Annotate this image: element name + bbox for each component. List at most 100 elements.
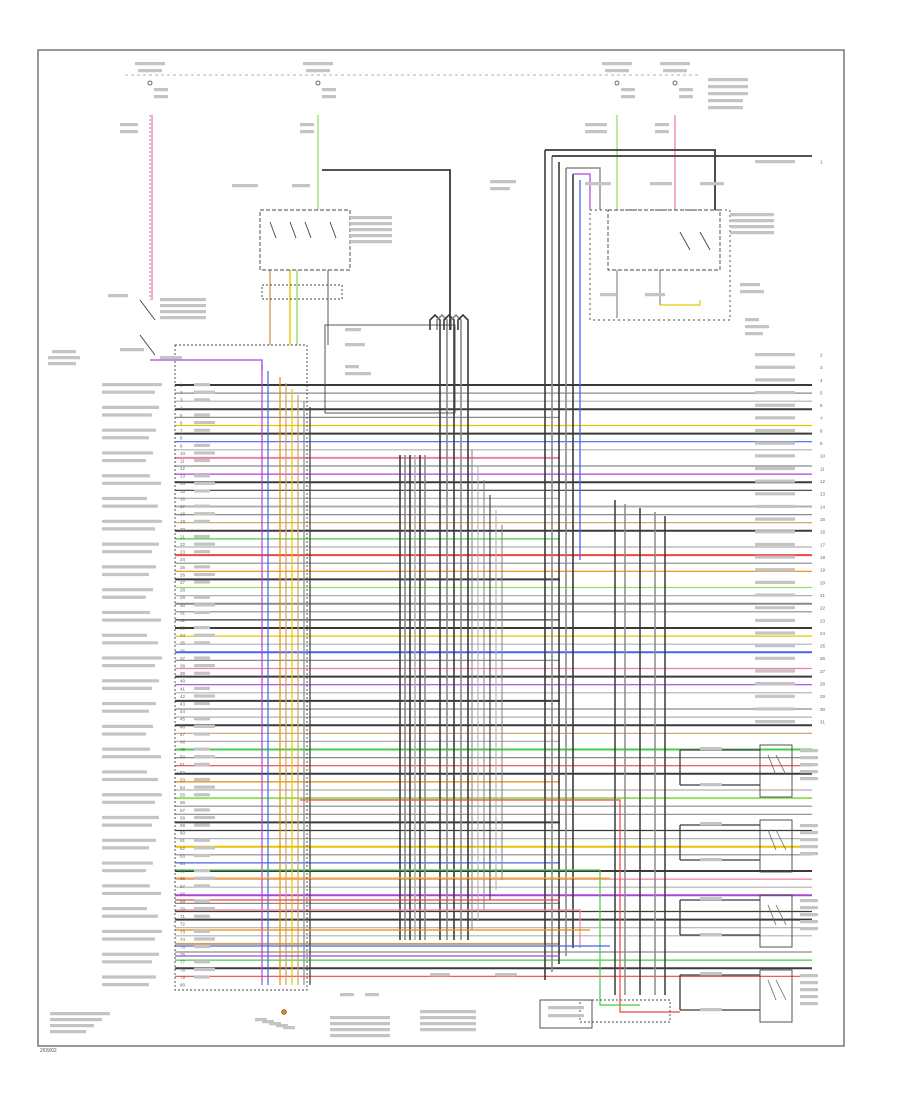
- pin-wire-color: [194, 550, 210, 554]
- pin-number: 52: [180, 770, 186, 775]
- pin-number: 19: [180, 519, 186, 524]
- relay-label: [585, 182, 611, 186]
- terminal-label: [755, 720, 795, 724]
- pin-wire-color: [194, 899, 210, 903]
- outer-border: [37, 49, 845, 1047]
- terminal-label: [755, 378, 795, 382]
- pin-function-label: [102, 755, 161, 759]
- pin-wire-color: [194, 967, 215, 972]
- pin-wire-color: [194, 534, 210, 539]
- pin-function-label: [102, 914, 158, 918]
- relay-box-center: [259, 209, 351, 271]
- pin-wire-color: [194, 884, 210, 888]
- pin-function-label: [102, 937, 155, 941]
- terminal-label: [755, 694, 795, 698]
- oxygen-sensor-box: [759, 819, 793, 873]
- pin-number: 1: [180, 383, 183, 388]
- terminal-label: [755, 542, 795, 547]
- terminal-number: 13: [820, 492, 826, 497]
- terminal-number: 2: [820, 353, 823, 358]
- terminal-label: [755, 682, 795, 686]
- pin-function-label: [102, 701, 156, 706]
- oxygen-sensor-box: [759, 894, 793, 948]
- pin-number: 12: [180, 466, 186, 471]
- pin-wire-color: [194, 717, 210, 721]
- pin-number: 78: [180, 967, 186, 972]
- sensor-label: [800, 974, 818, 978]
- pin-function-label: [102, 975, 156, 979]
- fuse-icon: [315, 80, 321, 86]
- terminal-label: [755, 555, 795, 559]
- fuse-icon: [147, 80, 153, 86]
- pin-number: 58: [180, 815, 186, 820]
- pin-number: 54: [180, 785, 186, 790]
- terminal-number: 17: [820, 542, 826, 547]
- sensor-label: [800, 749, 818, 753]
- pin-function-label: [102, 504, 158, 508]
- feed-wire-violet: [150, 359, 263, 370]
- ground-label: [745, 332, 763, 336]
- pin-number: 10: [180, 451, 186, 456]
- ground-label: [345, 328, 361, 332]
- fuse-rating: [679, 88, 693, 92]
- sensor-label: [800, 1002, 818, 1006]
- pin-wire-color: [194, 428, 210, 432]
- pin-function-label: [102, 907, 147, 911]
- terminal-label: [755, 669, 795, 673]
- fuse-caption: [663, 69, 687, 73]
- pin-number: 68: [180, 891, 186, 896]
- terminal-label: [755, 416, 795, 420]
- wire-label: [655, 123, 669, 127]
- terminal-label: [755, 606, 795, 610]
- fuse-rating: [365, 993, 379, 997]
- trunk-wire: [566, 167, 601, 210]
- pin-function-label: [102, 838, 156, 842]
- fuse-icon: [614, 80, 620, 86]
- wire-label: [700, 783, 722, 787]
- pin-wire-color: [194, 762, 210, 766]
- oxygen-sensor-box: [759, 969, 793, 1023]
- trunk-wire: [429, 313, 441, 940]
- pin-number: 75: [180, 945, 186, 950]
- pin-number: 24: [180, 557, 186, 562]
- pin-wire-color: [194, 945, 210, 949]
- pin-wire-color: [194, 701, 210, 706]
- ground-point: [281, 1009, 287, 1015]
- footer-note: [50, 1024, 94, 1028]
- pin-number: 17: [180, 504, 186, 509]
- terminal-label: [755, 644, 795, 648]
- footer-note: [420, 1028, 476, 1032]
- pin-function-label: [102, 823, 152, 827]
- terminal-number: 27: [820, 669, 826, 674]
- pin-function-label: [102, 983, 149, 987]
- sensor-label: [800, 906, 818, 910]
- relay-group-outline: [589, 209, 731, 321]
- pin-number: 5: [180, 413, 183, 418]
- pin-number: 51: [180, 762, 186, 767]
- footer-note: [420, 1010, 476, 1014]
- pin-wire-color: [194, 390, 215, 394]
- pin-function-label: [102, 884, 150, 888]
- pin-wire-color: [194, 960, 210, 964]
- sensor-wire: [300, 799, 680, 1013]
- pin-wire-color: [194, 793, 210, 797]
- unreadable-labels: 1234567891011121314151617181920212223242…: [48, 62, 826, 1038]
- pin-number: 53: [180, 777, 186, 782]
- pin-number: 63: [180, 853, 186, 858]
- pin-wire-color: [194, 580, 210, 584]
- sensor-label: [800, 838, 818, 842]
- pin-wire-color: [194, 929, 210, 934]
- relay-label: [232, 184, 258, 188]
- wire-label: [160, 356, 182, 360]
- terminal-label: [755, 466, 795, 471]
- ground-label: [740, 283, 760, 287]
- pin-number: 6: [180, 420, 183, 425]
- pin-number: 21: [180, 534, 186, 539]
- fuse-caption: [660, 62, 690, 66]
- wire-label: [700, 1008, 722, 1012]
- pin-number: 70: [180, 907, 186, 912]
- trunk-wire: [573, 173, 591, 210]
- legend-text: [548, 1006, 584, 1010]
- terminal-number: 12: [820, 479, 826, 484]
